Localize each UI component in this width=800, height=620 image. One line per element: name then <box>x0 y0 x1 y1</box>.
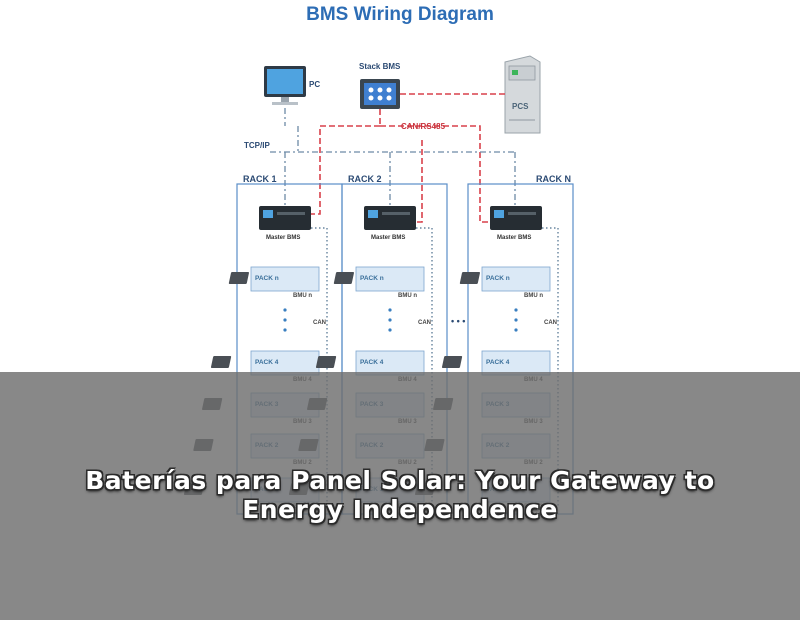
bmu-label: BMU n <box>524 293 543 299</box>
pack-label: PACK 4 <box>486 359 510 366</box>
master-bms-label: Master BMS <box>371 235 406 241</box>
ellipsis-dot <box>283 318 287 322</box>
master-bms-vent <box>382 212 410 215</box>
pcs-icon <box>504 55 541 134</box>
pack-box <box>481 266 551 292</box>
can-rs485-lines <box>310 93 505 223</box>
pack-label: PACK 4 <box>255 359 279 366</box>
pc-icon <box>264 66 306 105</box>
pack-box <box>355 350 425 376</box>
bmu-label: BMU n <box>398 293 417 299</box>
master-bms-screen <box>368 210 378 218</box>
bmu-label: BMU n <box>293 293 312 299</box>
tcp-ip-label: TCP/IP <box>244 141 270 150</box>
pack-module-icon <box>441 356 463 368</box>
pack-module-icon <box>459 272 480 284</box>
can-label: CAN <box>313 320 326 326</box>
master-bms-label: Master BMS <box>266 235 301 241</box>
pack-label: PACK n <box>360 275 384 282</box>
rack-gap-dots: • • • <box>451 316 466 326</box>
tcp-ip-lines <box>270 108 516 206</box>
stack-bms-label: Stack BMS <box>359 62 401 71</box>
ellipsis-dot <box>283 328 287 332</box>
pack-label: PACK n <box>255 275 279 282</box>
rack-label: RACK N <box>536 174 571 184</box>
pack-box <box>250 350 320 376</box>
banner-headline: Baterías para Panel Solar: Your Gateway … <box>85 466 715 524</box>
master-bms-screen <box>263 210 273 218</box>
diagram-title: BMS Wiring Diagram <box>306 4 494 25</box>
ellipsis-dot <box>514 318 518 322</box>
pack-label: PACK n <box>486 275 510 282</box>
rack-label: RACK 1 <box>243 174 277 184</box>
can-label: CAN <box>544 320 557 326</box>
master-bms-vent <box>277 212 305 215</box>
pack-module-icon <box>315 356 337 368</box>
ellipsis-dot <box>388 328 392 332</box>
can-rs485-label: CAN/RS485 <box>401 122 446 131</box>
master-bms-screen <box>494 210 504 218</box>
pack-module-icon <box>228 272 249 284</box>
grey-overlay <box>0 372 800 620</box>
pc-label: PC <box>309 80 321 89</box>
pcs-label: PCS <box>512 102 529 111</box>
rack-label: RACK 2 <box>348 174 382 184</box>
master-bms-label: Master BMS <box>497 235 532 241</box>
ellipsis-dot <box>388 318 392 322</box>
pack-module-icon <box>333 272 354 284</box>
can-label: CAN <box>418 320 431 326</box>
pack-label: PACK 4 <box>360 359 384 366</box>
ellipsis-dot <box>388 308 392 312</box>
pack-box <box>250 266 320 292</box>
ellipsis-dot <box>283 308 287 312</box>
pack-module-icon <box>210 356 232 368</box>
pack-box <box>355 266 425 292</box>
stack-bms-icon <box>360 79 400 109</box>
ellipsis-dot <box>514 308 518 312</box>
ellipsis-dot <box>514 328 518 332</box>
master-bms-vent <box>508 212 536 215</box>
